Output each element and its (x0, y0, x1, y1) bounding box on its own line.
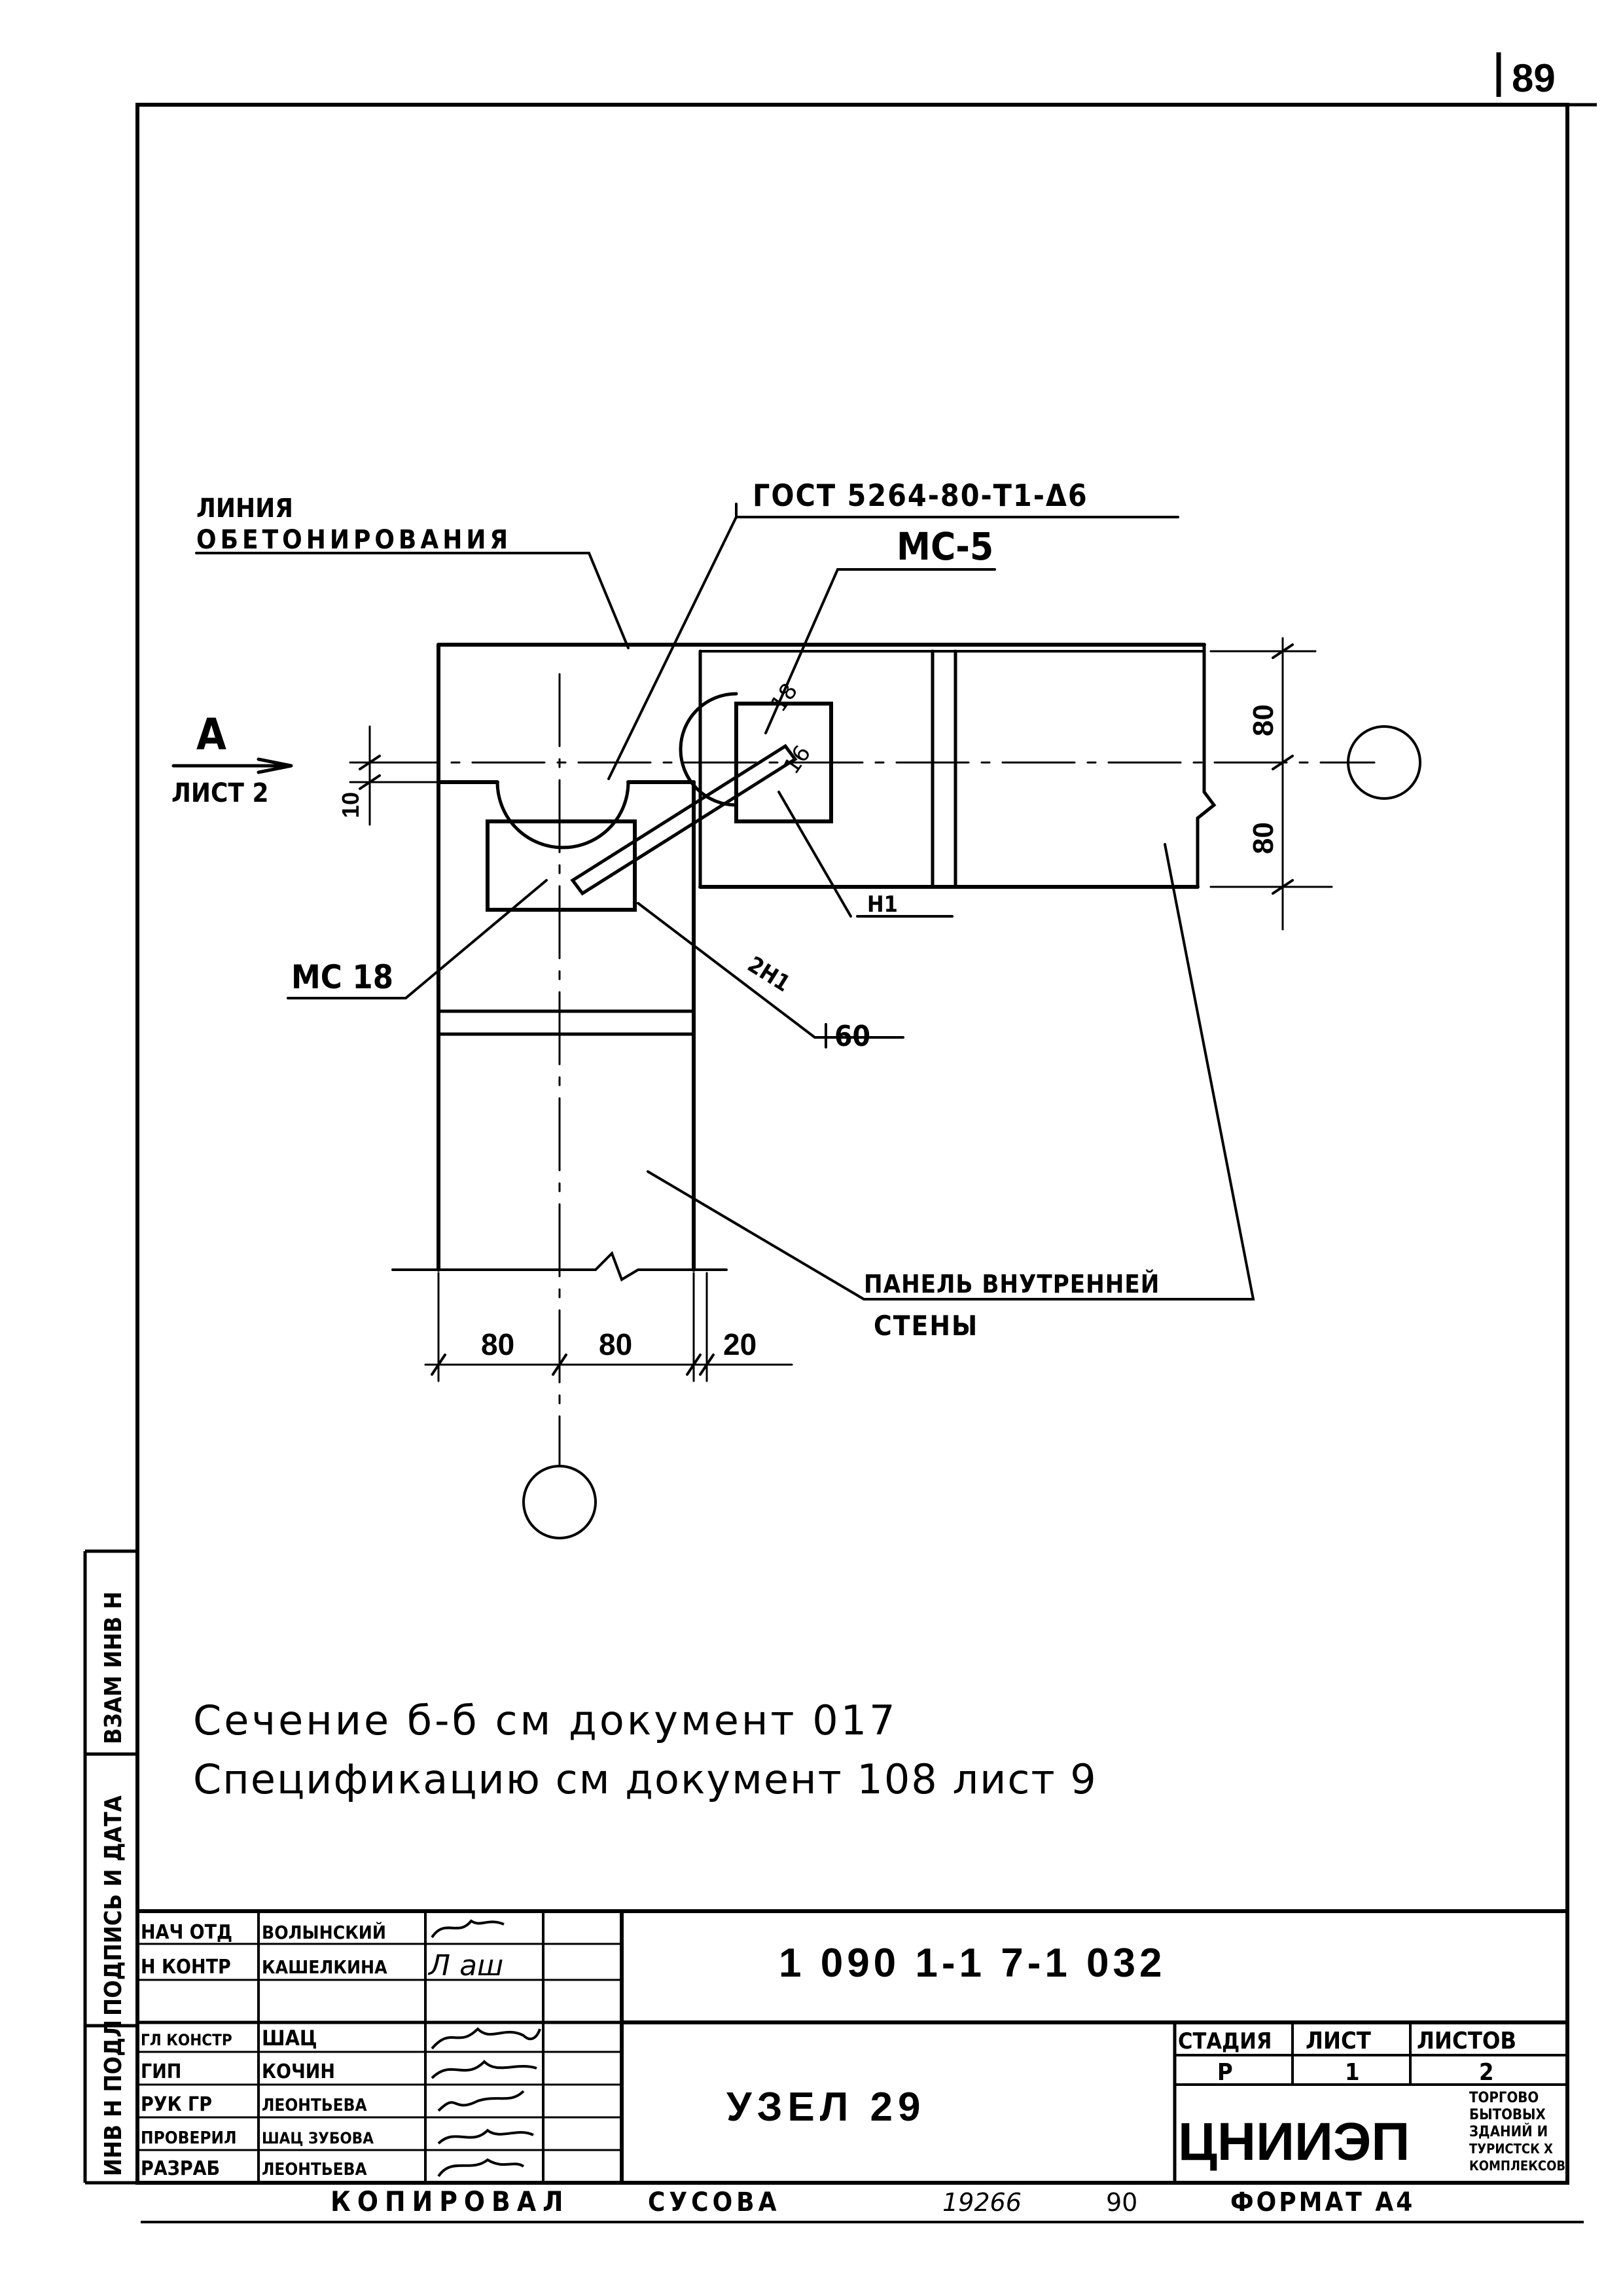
title-block-grid (137, 1909, 1567, 2183)
dim-10: 10 (337, 792, 364, 818)
label-mc5: МС-5 (897, 524, 993, 569)
dim-80-top: 80 (1247, 704, 1279, 736)
connecting-bar (570, 744, 798, 896)
footer-year: 90 (1106, 2188, 1137, 2217)
dimv-tick-3 (1272, 879, 1294, 895)
leader-n1 (777, 791, 954, 918)
label-concreting-line-2: ОБЕТОНИРОВАНИЯ (196, 525, 512, 555)
tb-doc-code: 1 090 1-1 7-1 032 (779, 1941, 1166, 1986)
signatures: Л аш (427, 1919, 541, 2178)
tb-org-desc-1: БЫТОВЫХ (1469, 2107, 1546, 2123)
tb-name-2: ШАЦ (262, 2026, 317, 2051)
label-mc18: МС 18 (291, 958, 393, 996)
dim10-tick-1 (359, 755, 381, 770)
recess-horizontal (679, 692, 738, 807)
tb-title: УЗЕЛ 29 (726, 2085, 925, 2130)
stamp-inv-orig: ИНВ Н ПОДЛ (100, 2020, 127, 2176)
label-weld-18: 18 (766, 679, 804, 717)
tb-sheet: 1 (1345, 2059, 1360, 2086)
leader-mc5 (764, 568, 996, 734)
leader-gost (607, 503, 1179, 780)
leader-mc18 (287, 879, 548, 999)
plate-mc18 (486, 819, 637, 912)
footer-format: ФОРМАТ А4 (1230, 2187, 1415, 2217)
page-number: 89 (1512, 56, 1556, 100)
signature-3 (431, 2060, 537, 2079)
tb-name-4: ЛЕОНТЬЕВА (262, 2096, 367, 2115)
node-drawing (171, 503, 1421, 1539)
dim-20: 20 (723, 1327, 757, 1361)
label-panel-2: СТЕНЫ (874, 1310, 978, 1342)
tb-sheets-header: ЛИСТОВ (1417, 2028, 1516, 2054)
tb-stage-header: СТАДИЯ (1178, 2028, 1272, 2054)
dimh-tick-3 (686, 1354, 702, 1376)
dimv-tick-2 (1272, 755, 1294, 770)
footer-copier: СУСОВА (648, 2187, 780, 2217)
axis-bubble-bottom (522, 1465, 597, 1539)
recess-vertical (495, 780, 630, 850)
label-n1: Н1 (867, 891, 898, 918)
tb-org-desc-4: КОМПЛЕКСОВ (1469, 2158, 1565, 2174)
tb-name-1: КАШЕЛКИНА (262, 1956, 387, 1978)
tb-sheets: 2 (1479, 2059, 1494, 2086)
tb-role-6: РАЗРАБ (141, 2157, 220, 2180)
dim-80-mid: 80 (599, 1327, 632, 1361)
label-panel-1: ПАНЕЛЬ ВНУТРЕННЕЙ (864, 1270, 1160, 1299)
signature-4 (437, 2090, 525, 2112)
dim-80-bottom: 80 (1247, 822, 1279, 854)
dimh-tick-4 (699, 1354, 715, 1376)
tb-role-1: Н КОНТР (141, 1956, 231, 1979)
axis-bubble-right (1347, 725, 1421, 800)
tb-name-0: ВОЛЫНСКИЙ (262, 1921, 386, 1943)
tb-name-3: КОЧИН (262, 2060, 335, 2083)
tb-sheet-header: ЛИСТ (1306, 2028, 1371, 2054)
label-section-letter: А (196, 709, 226, 760)
note-section: Сечение б-б см документ 017 (193, 1696, 898, 1744)
tb-role-4: РУК ГР (141, 2093, 212, 2116)
v-panel-break (391, 1251, 728, 1282)
sheet-frame (135, 103, 1569, 2185)
leader-concreting (195, 552, 630, 649)
signature-1: Л аш (427, 1949, 503, 1982)
signature-0 (431, 1919, 505, 1939)
tb-role-0: НАЧ ОТД (141, 1921, 232, 1944)
label-concreting-line-1: ЛИНИЯ (196, 493, 293, 524)
dim10-tick-2 (359, 774, 381, 790)
label-gost: ГОСТ 5264-80-Т1-Δ6 (753, 478, 1088, 513)
section-arrow-head (257, 757, 292, 774)
tb-org: ЦНИИЭП (1178, 2112, 1410, 2172)
dim-80-left: 80 (481, 1327, 514, 1361)
signature-5 (437, 2128, 534, 2145)
tb-role-3: ГИП (141, 2060, 181, 2083)
dimh-tick-1 (431, 1354, 446, 1376)
tb-role-5: ПРОВЕРИЛ (141, 2128, 237, 2148)
tb-name-6: ЛЕОНТЬЕВА (262, 2160, 367, 2179)
tb-stage: Р (1217, 2059, 1233, 2086)
label-section-sheet: ЛИСТ 2 (171, 778, 269, 808)
stamp-swap-inv: ВЗАМ ИНВ Н (100, 1591, 127, 1744)
tb-org-desc-2: ЗДАНИЙ И (1469, 2123, 1548, 2140)
stamp-sign-date: ПОДПИСЬ И ДАТА (100, 1795, 127, 2016)
note-specification: Спецификацию см документ 108 лист 9 (193, 1755, 1097, 1803)
signature-6 (437, 2158, 525, 2178)
label-60: 60 (834, 1020, 870, 1053)
tb-role-2: ГЛ КОНСТР (141, 2031, 232, 2049)
signature-2 (431, 2027, 541, 2050)
dimv-tick-1 (1272, 643, 1294, 659)
side-stamp-strip (83, 1549, 137, 2185)
dimh-tick-2 (552, 1354, 567, 1376)
leader-60 (637, 902, 904, 1049)
label-2n1: 2Н1 (743, 952, 794, 997)
footer-number: 19266 (942, 2188, 1022, 2217)
tb-org-desc-0: ТОРГОВО (1469, 2090, 1539, 2106)
footer-copied-by: КОПИРОВАЛ (330, 2185, 569, 2217)
tb-org-desc-3: ТУРИСТСК Х (1469, 2141, 1553, 2157)
leader-panel (647, 843, 1255, 1300)
tb-name-5: ШАЦ ЗУБОВА (262, 2129, 374, 2147)
h-panel-break (1196, 643, 1217, 889)
